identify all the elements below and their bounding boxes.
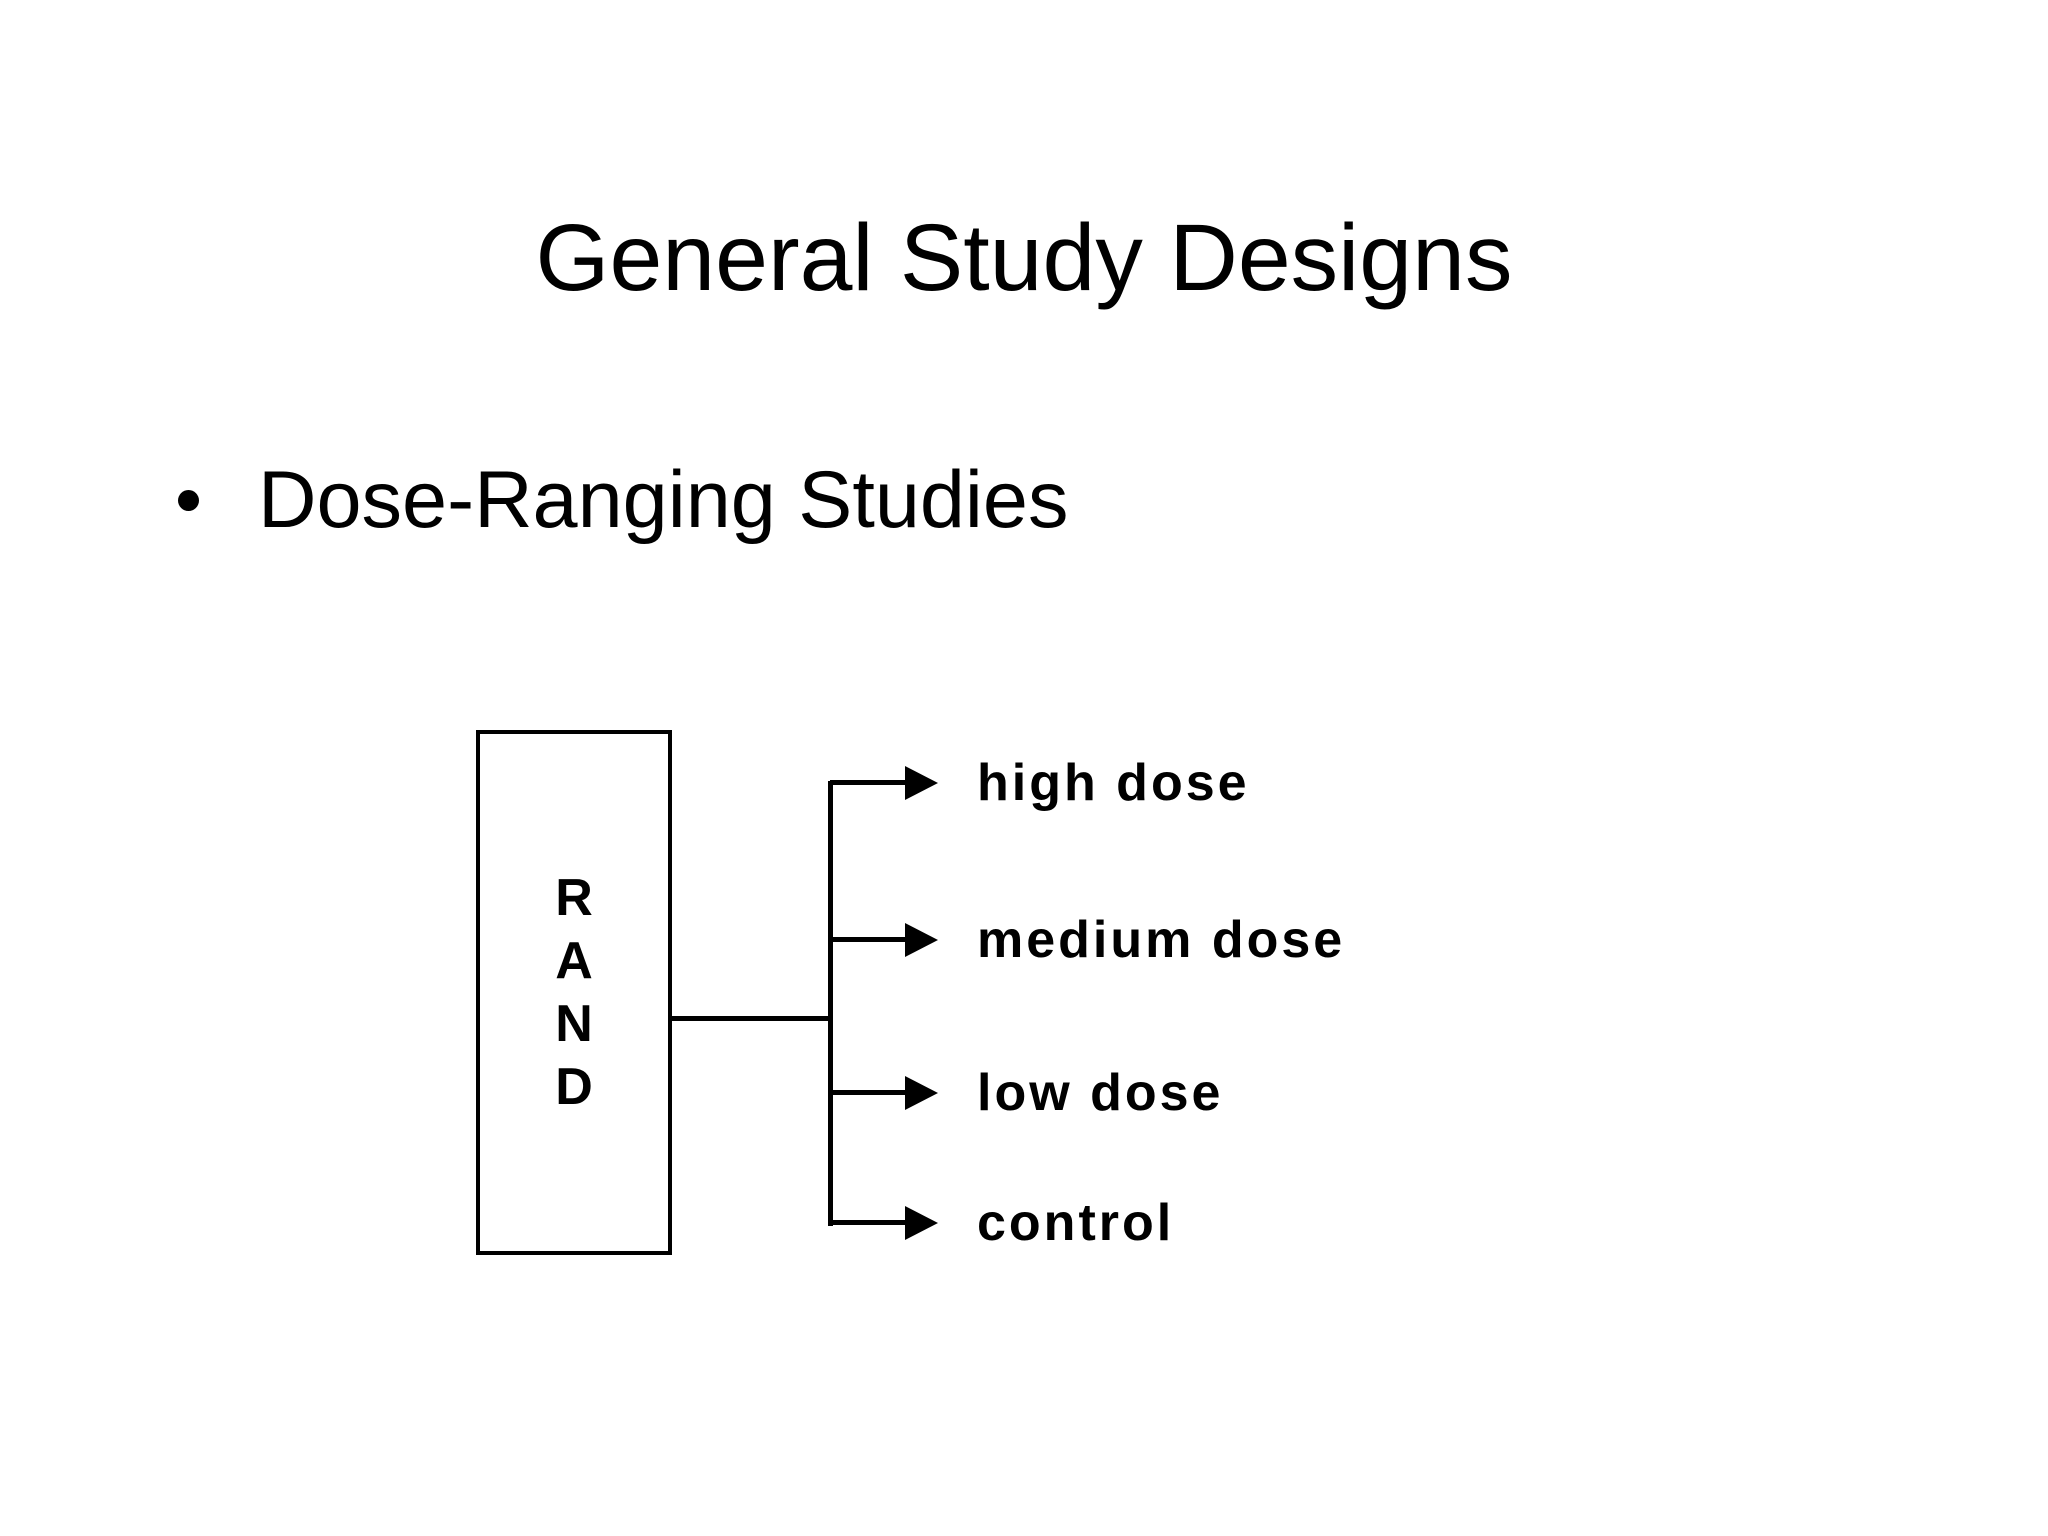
arrow-right-icon xyxy=(905,1206,938,1240)
box-to-trunk-connector-line xyxy=(672,1016,830,1021)
branch-label: medium dose xyxy=(977,911,1346,969)
branch-label: high dose xyxy=(977,754,1250,812)
branch-trunk-line xyxy=(828,781,833,1226)
arrow-right-icon xyxy=(905,923,938,957)
branch-label: low dose xyxy=(977,1064,1224,1122)
branch-line xyxy=(830,1220,907,1225)
branch-line xyxy=(830,937,907,942)
bullet-icon xyxy=(178,490,199,511)
randomization-box-label: R A N D xyxy=(555,867,593,1119)
rand-letter-a: A xyxy=(555,931,593,990)
branch-line xyxy=(830,1090,907,1095)
bullet-item-text: Dose-Ranging Studies xyxy=(258,455,1069,545)
rand-letter-d: D xyxy=(555,1057,593,1116)
branch-label: control xyxy=(977,1194,1175,1252)
branch-line xyxy=(830,780,907,785)
randomization-box: R A N D xyxy=(476,730,672,1255)
rand-letter-n: N xyxy=(555,994,593,1053)
arrow-right-icon xyxy=(905,1076,938,1110)
page-title: General Study Designs xyxy=(535,205,1513,311)
arrow-right-icon xyxy=(905,766,938,800)
rand-letter-r: R xyxy=(555,868,593,927)
